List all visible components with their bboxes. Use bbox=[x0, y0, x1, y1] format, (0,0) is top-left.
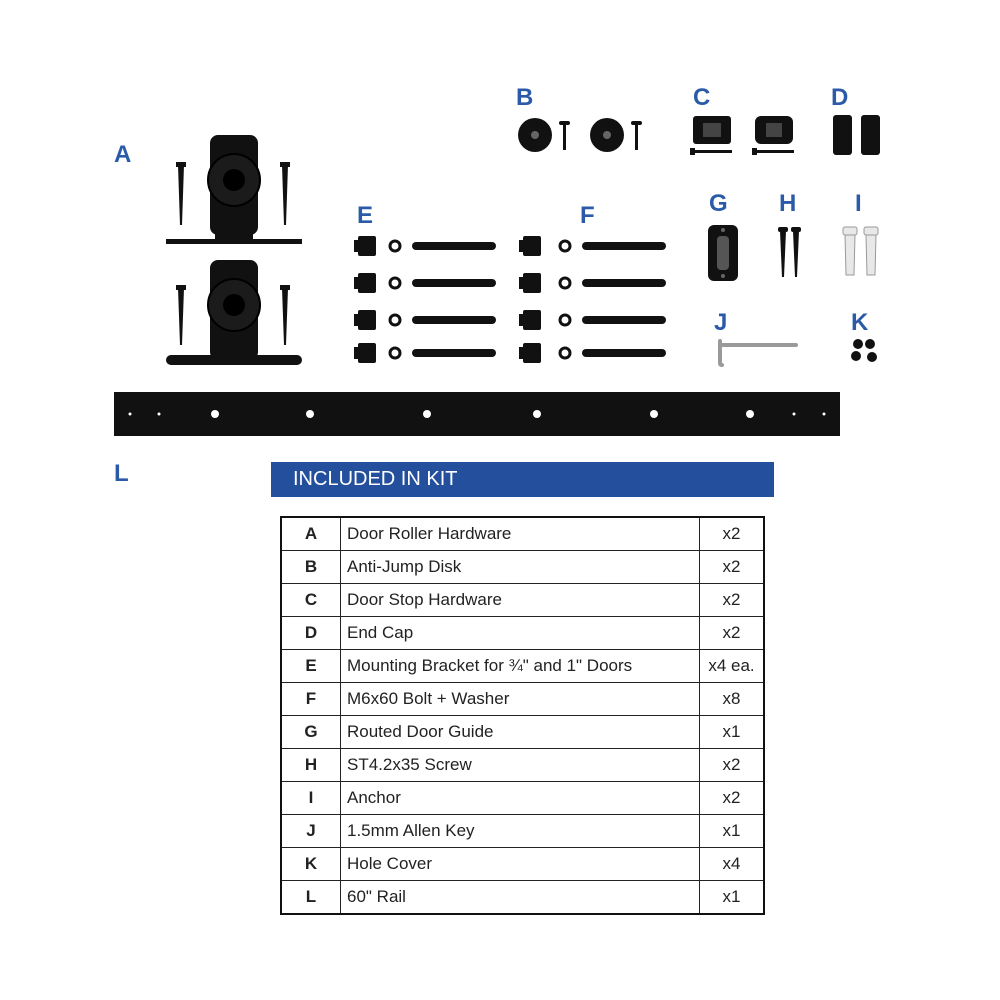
item-name: 60" Rail bbox=[340, 880, 700, 915]
item-name: End Cap bbox=[340, 616, 700, 650]
end-cap-image bbox=[833, 115, 880, 155]
item-name: M6x60 Bolt + Washer bbox=[340, 682, 700, 716]
item-name: Mounting Bracket for ¾" and 1" Doors bbox=[340, 649, 700, 683]
item-key: H bbox=[280, 748, 341, 782]
part-label-g: G bbox=[709, 190, 728, 217]
item-name: ST4.2x35 Screw bbox=[340, 748, 700, 782]
routed-door-guide-image bbox=[708, 225, 738, 281]
part-label-e: E bbox=[357, 202, 374, 229]
item-name: Routed Door Guide bbox=[340, 715, 700, 749]
item-key: F bbox=[280, 682, 341, 716]
bolt-washer-image bbox=[519, 236, 666, 363]
item-qty: x8 bbox=[699, 682, 765, 716]
item-name: 1.5mm Allen Key bbox=[340, 814, 700, 848]
part-label-c: C bbox=[693, 84, 711, 111]
item-key: G bbox=[280, 715, 341, 749]
item-name: Door Roller Hardware bbox=[340, 516, 700, 551]
item-name: Anti-Jump Disk bbox=[340, 550, 700, 584]
item-qty: x2 bbox=[699, 583, 765, 617]
item-qty: x1 bbox=[699, 880, 765, 915]
allen-key-image bbox=[718, 339, 798, 367]
item-qty: x2 bbox=[699, 616, 765, 650]
item-qty: x4 bbox=[699, 847, 765, 881]
item-key: D bbox=[280, 616, 341, 650]
item-name: Anchor bbox=[340, 781, 700, 815]
item-name: Door Stop Hardware bbox=[340, 583, 700, 617]
part-label-k: K bbox=[851, 309, 869, 336]
item-key: E bbox=[280, 649, 341, 683]
part-label-l: L bbox=[114, 460, 129, 487]
item-qty: x1 bbox=[699, 814, 765, 848]
part-label-a: A bbox=[114, 141, 132, 168]
rail-image bbox=[114, 392, 840, 436]
item-key: J bbox=[280, 814, 341, 848]
item-qty: x2 bbox=[699, 550, 765, 584]
anchor-image bbox=[842, 226, 879, 276]
item-qty: x2 bbox=[699, 516, 765, 551]
item-qty: x2 bbox=[699, 748, 765, 782]
part-label-i: I bbox=[855, 190, 862, 217]
door-stop-hardware-image bbox=[690, 116, 794, 155]
hole-cover-image bbox=[851, 339, 877, 362]
part-label-j: J bbox=[714, 309, 728, 336]
item-qty: x2 bbox=[699, 781, 765, 815]
part-label-b: B bbox=[516, 84, 534, 111]
part-label-h: H bbox=[779, 190, 797, 217]
anti-jump-disk-image bbox=[518, 118, 642, 152]
mounting-bracket-image bbox=[354, 236, 496, 363]
part-label-d: D bbox=[831, 84, 849, 111]
item-qty: x1 bbox=[699, 715, 765, 749]
item-key: L bbox=[280, 880, 341, 915]
item-key: I bbox=[280, 781, 341, 815]
item-key: K bbox=[280, 847, 341, 881]
item-name: Hole Cover bbox=[340, 847, 700, 881]
part-label-f: F bbox=[580, 202, 595, 229]
kit-heading: INCLUDED IN KIT bbox=[271, 462, 774, 497]
item-key: A bbox=[280, 516, 341, 551]
item-qty: x4 ea. bbox=[699, 649, 765, 683]
item-key: C bbox=[280, 583, 341, 617]
door-roller-hardware-image bbox=[166, 135, 302, 365]
screw-image bbox=[778, 227, 801, 277]
item-key: B bbox=[280, 550, 341, 584]
